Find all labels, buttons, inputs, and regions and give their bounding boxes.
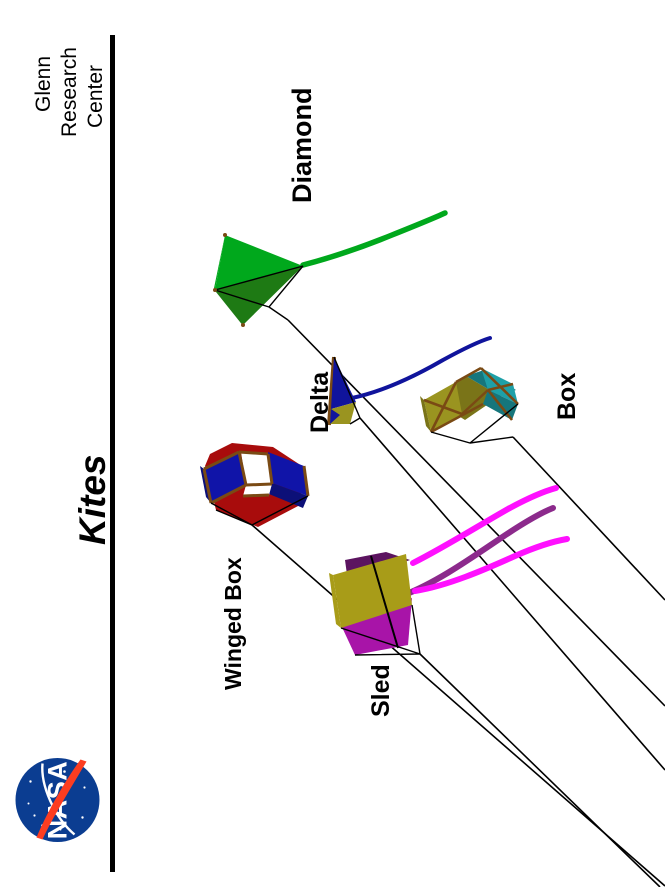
kite-sled (329, 485, 570, 656)
org-line-glenn: Glenn (32, 55, 55, 112)
org-line-center: Center (84, 64, 107, 128)
kite-box (420, 366, 519, 444)
tether-sled (419, 653, 661, 887)
box-frame-outline (430, 366, 489, 434)
tether-delta (359, 417, 665, 771)
nasa-orbit (41, 763, 76, 836)
diamond-tail (300, 210, 448, 268)
winged-box-open-middle-2 (243, 484, 272, 496)
tether-lines (251, 319, 665, 887)
winged-box-panel-right (268, 452, 308, 496)
vertical-divider (110, 35, 115, 872)
diamond-sail-upper (215, 235, 303, 290)
delta-keel (330, 402, 356, 424)
nasa-meatball-logo: NASA (15, 758, 100, 842)
diamond-tip-bottom (241, 323, 245, 327)
diamond-sail-lower (215, 266, 303, 325)
kite-label-delta: Delta (306, 371, 334, 433)
avatar: NASA (10, 745, 105, 855)
kite-delta (327, 336, 492, 426)
winged-box-bridle-2 (210, 502, 253, 526)
sled-sail (333, 554, 412, 628)
diamond-tip-top (223, 233, 227, 237)
nasa-stars (27, 770, 86, 831)
delta-sail (331, 357, 356, 409)
sled-tail-1 (410, 485, 559, 566)
delta-tail (350, 336, 492, 400)
diamond-sail-left (214, 235, 225, 290)
org-line-research: Research (58, 47, 81, 137)
kite-label-sled: Sled (367, 664, 395, 717)
diamond-spine (214, 265, 304, 291)
kite-diamond (213, 210, 448, 327)
sled-panel-bottom (341, 598, 412, 655)
kite-winged-box (200, 443, 310, 527)
diamond-bridle (214, 265, 304, 321)
winged-box-struts (202, 450, 310, 505)
delta-wing-lower (330, 409, 340, 424)
nasa-vector (36, 759, 87, 840)
tether-diamond (287, 319, 665, 707)
delta-spar (327, 356, 336, 426)
box-struts (423, 367, 519, 433)
winged-box-open-middle (241, 452, 272, 485)
kite-label-diamond: Diamond (287, 87, 317, 203)
diamond-tip-left (213, 288, 217, 292)
diamond-spar (214, 289, 244, 326)
sled-tail-3 (412, 536, 570, 594)
page-title: Kites (72, 454, 113, 545)
kite-label-winged-box: Winged Box (220, 557, 246, 690)
sled-spine (370, 555, 399, 649)
box-bridle (430, 403, 519, 444)
kite-label-box: Box (553, 372, 581, 420)
sled-sail-left (329, 573, 341, 628)
tether-box (512, 436, 665, 601)
sled-bridle (340, 604, 421, 656)
box-panel-olive-side (420, 396, 431, 432)
sled-tail-2 (401, 505, 556, 598)
delta-bridle (333, 356, 361, 425)
